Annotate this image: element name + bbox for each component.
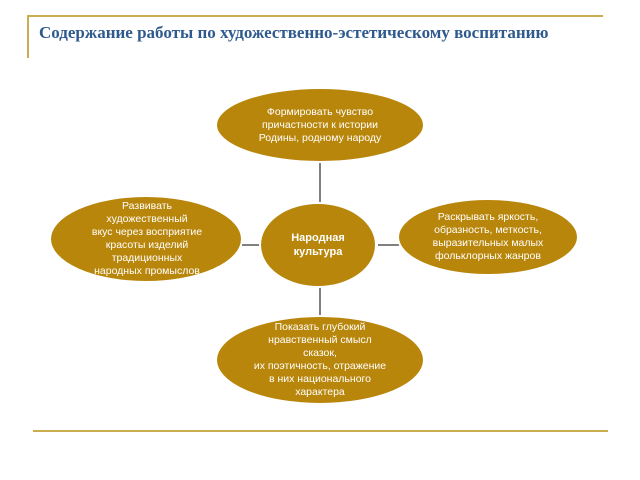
bottom-ellipse — [215, 315, 425, 405]
center-ellipse — [259, 202, 377, 288]
node-top: Формировать чувство причастности к истор… — [258, 105, 382, 144]
header-left-rule — [27, 15, 29, 58]
node-left: Развивать художественный вкус через восп… — [91, 200, 203, 277]
slide-title: Содержание работы по художественно-эстет… — [39, 23, 549, 42]
node-bottom: Показать глубокий нравственный смысл ска… — [253, 321, 387, 398]
node-right: Раскрывать яркость, образность, меткость… — [432, 211, 544, 262]
left-ellipse — [49, 195, 243, 283]
right-ellipse — [397, 198, 579, 276]
footer-rule — [33, 430, 608, 432]
header-rule — [28, 15, 603, 17]
top-ellipse — [215, 87, 425, 163]
node-center: Народная культура — [291, 232, 345, 258]
